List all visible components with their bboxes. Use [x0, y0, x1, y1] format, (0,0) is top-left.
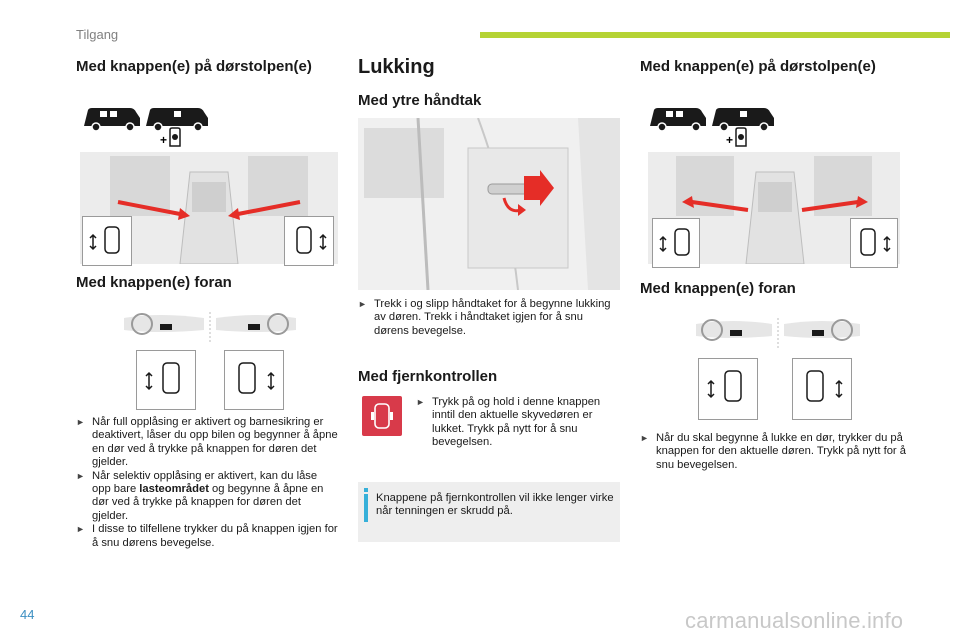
section-title: Tilgang [76, 27, 119, 42]
dashboard-location-illustration [124, 312, 296, 344]
heading-right-front-buttons: Med knappen(e) foran [640, 280, 796, 297]
info-bar [364, 494, 368, 522]
watermark: carmanualsonline.info [685, 608, 904, 633]
front-door-button-left-close[interactable] [698, 358, 758, 420]
door-button-left[interactable] [82, 216, 132, 266]
child-lock-icon: + [160, 127, 181, 147]
heading-outer-handle: Med ytre håndtak [358, 92, 482, 109]
door-button-left-close[interactable] [652, 218, 700, 268]
heading-remote-control: Med fjernkontrollen [358, 368, 498, 385]
front-door-button-right[interactable] [224, 350, 284, 410]
sliding-door-handle-photo [358, 117, 620, 291]
heading-closing: Lukking [358, 56, 435, 78]
list-item: ►Når selektiv opplåsing er aktivert, kan… [76, 469, 324, 522]
left-bullet-list: ►Når full opplåsing er aktivert og barne… [76, 416, 338, 550]
header-accent-bar [480, 32, 950, 38]
list-item: ►Når full opplåsing er aktivert og barne… [76, 416, 338, 469]
front-door-button-right-close[interactable] [792, 358, 852, 420]
list-item: ►Trykk på og hold i denne knappen inntil… [416, 396, 601, 449]
door-button-right[interactable] [284, 216, 334, 266]
heading-right-pillar-buttons: Med knappen(e) på dørstolpen(e) [640, 58, 876, 75]
list-item: ►Trekk i og slipp håndtaket for å begynn… [358, 298, 611, 337]
page-number: 44 [20, 607, 35, 622]
info-icon [364, 488, 368, 492]
list-item: ►I disse to tilfellene trykker du på kna… [76, 523, 338, 549]
door-button-right-close[interactable] [850, 218, 898, 268]
remote-instruction: ►Trykk på og hold i denne knappen inntil… [416, 396, 616, 450]
svg-text:+: + [160, 133, 167, 147]
info-note: Knappene på fjernkontrollen vil ikke len… [358, 482, 620, 542]
right-instruction: ►Når du skal begynne å lukke en dør, try… [640, 432, 906, 472]
heading-left-front-buttons: Med knappen(e) foran [76, 274, 232, 291]
svg-text:+: + [726, 133, 733, 147]
dashboard-location-illustration-right [696, 318, 860, 350]
van-long-icon [146, 108, 208, 132]
van-long-icon [712, 108, 774, 132]
remote-door-button[interactable] [362, 396, 402, 436]
van-models-illustration: + [84, 108, 208, 147]
van-short-icon [650, 108, 706, 132]
heading-left-pillar-buttons: Med knappen(e) på dørstolpen(e) [76, 58, 312, 75]
handle-instruction: ►Trekk i og slipp håndtaket for å begynn… [358, 298, 620, 338]
list-item: ►Når du skal begynne å lukke en dør, try… [640, 432, 906, 471]
child-lock-icon: + [726, 127, 747, 147]
info-note-text: Knappene på fjernkontrollen vil ikke len… [376, 492, 614, 518]
front-door-button-left[interactable] [136, 350, 196, 410]
van-models-illustration-right: + [650, 108, 774, 147]
van-short-icon [84, 108, 140, 132]
